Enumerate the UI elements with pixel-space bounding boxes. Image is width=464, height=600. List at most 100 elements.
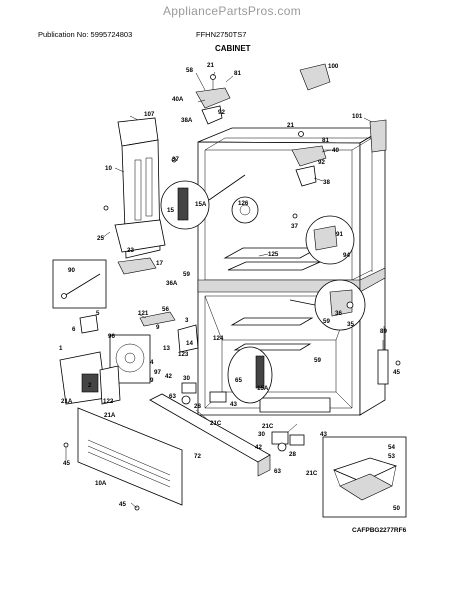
callout-43: 43 <box>320 431 327 438</box>
callout-40a: 40A <box>172 96 184 103</box>
hinge-cover-100 <box>299 63 331 91</box>
callout-9: 9 <box>156 324 160 331</box>
callout-89: 89 <box>380 328 387 335</box>
callout-97: 97 <box>154 369 161 376</box>
callout-40: 40 <box>332 147 339 154</box>
bracket-101 <box>369 119 387 153</box>
callout-38a: 38A <box>181 117 193 124</box>
callout-21: 21 <box>287 122 294 129</box>
callout-54: 54 <box>388 444 395 451</box>
callout-28: 28 <box>194 403 201 410</box>
callout-59: 59 <box>183 271 190 278</box>
callout-15a: 15A <box>257 385 269 392</box>
callout-3: 3 <box>185 317 189 324</box>
cabinet-body <box>197 127 387 416</box>
callout-38: 38 <box>323 179 330 186</box>
callout-43: 43 <box>230 401 237 408</box>
callout-21: 21 <box>207 62 214 69</box>
air-duct-assembly <box>114 117 166 275</box>
callout-59: 59 <box>314 357 321 364</box>
callout-15a: 15A <box>195 201 207 208</box>
side-bracket-89 <box>377 340 389 385</box>
callout-56: 56 <box>162 306 169 313</box>
callout-45: 45 <box>63 460 70 467</box>
toe-grille-panel <box>77 407 183 506</box>
callout-45: 45 <box>119 501 126 508</box>
callout-25: 25 <box>97 235 104 242</box>
callout-1: 1 <box>59 345 63 352</box>
callout-10a: 10A <box>95 480 107 487</box>
callout-17: 17 <box>156 260 163 267</box>
callout-10: 10 <box>105 165 112 172</box>
callout-100: 100 <box>328 63 339 70</box>
callout-126: 126 <box>238 200 249 207</box>
callout-90: 90 <box>68 267 75 274</box>
callout-21c: 21C <box>210 420 222 427</box>
callout-121: 121 <box>138 310 149 317</box>
roller-assemblies <box>181 382 305 452</box>
leader-lines <box>65 71 385 509</box>
screw-markers <box>63 157 401 511</box>
callout-37: 37 <box>172 156 179 163</box>
callout-92: 92 <box>318 159 325 166</box>
callout-5: 5 <box>96 310 100 317</box>
callout-94: 94 <box>343 252 350 259</box>
callout-81: 81 <box>322 137 329 144</box>
callout-6: 6 <box>72 326 76 333</box>
model-number: FFHN2750TS7 <box>196 30 247 39</box>
callout-21c: 21C <box>306 470 318 477</box>
callout-30: 30 <box>183 375 190 382</box>
inset-box-90 <box>52 259 107 309</box>
publication-number: Publication No: 5995724803 <box>38 30 133 39</box>
callout-42: 42 <box>255 444 262 451</box>
callout-labels: 58 21 81 40A 92 38A 100 107 101 21 81 40… <box>59 62 400 512</box>
callout-91: 91 <box>336 231 343 238</box>
callout-30: 30 <box>258 431 265 438</box>
detail-callout-65 <box>227 346 273 404</box>
callout-58: 58 <box>186 67 193 74</box>
callout-125: 125 <box>268 251 279 258</box>
top-hinge-right <box>291 131 327 187</box>
callout-37: 37 <box>291 223 298 230</box>
detail-callout-15 <box>160 174 246 230</box>
site-watermark: AppliancePartsPros.com <box>163 4 301 18</box>
callout-36a: 36A <box>166 280 178 287</box>
callout-124: 124 <box>213 335 224 342</box>
callout-63: 63 <box>169 393 176 400</box>
detail-callout-91 <box>305 215 355 265</box>
callout-50: 50 <box>393 505 400 512</box>
callout-2: 2 <box>88 382 92 389</box>
callout-92: 92 <box>218 109 225 116</box>
callout-63: 63 <box>274 468 281 475</box>
callout-9: 9 <box>150 377 154 384</box>
callout-101: 101 <box>352 113 363 120</box>
kick-plate <box>149 393 271 477</box>
diagram-code: CAFPBG2277RF6 <box>352 527 407 534</box>
section-title: CABINET <box>215 44 251 53</box>
callout-65: 65 <box>235 377 242 384</box>
callout-45: 45 <box>393 369 400 376</box>
callout-81: 81 <box>234 70 241 77</box>
callout-14: 14 <box>186 340 193 347</box>
callout-21a: 21A <box>61 398 73 405</box>
callout-123: 123 <box>178 351 189 358</box>
callout-21c: 21C <box>262 423 274 430</box>
callout-36: 36 <box>335 310 342 317</box>
callout-21a: 21A <box>104 412 116 419</box>
callout-23: 23 <box>127 247 134 254</box>
callout-42: 42 <box>165 373 172 380</box>
callout-59: 59 <box>323 318 330 325</box>
control-housing-1 <box>59 351 121 405</box>
callout-28: 28 <box>289 451 296 458</box>
callout-72: 72 <box>194 453 201 460</box>
callout-96: 96 <box>108 333 115 340</box>
detail-callout-59 <box>289 279 366 331</box>
callout-13: 13 <box>163 345 170 352</box>
callout-122: 122 <box>103 398 114 405</box>
top-hinge-left <box>195 74 231 125</box>
detail-callout-126 <box>231 196 259 224</box>
inset-box-50 <box>322 436 407 518</box>
callout-15: 15 <box>167 207 174 214</box>
callout-4: 4 <box>150 359 154 366</box>
